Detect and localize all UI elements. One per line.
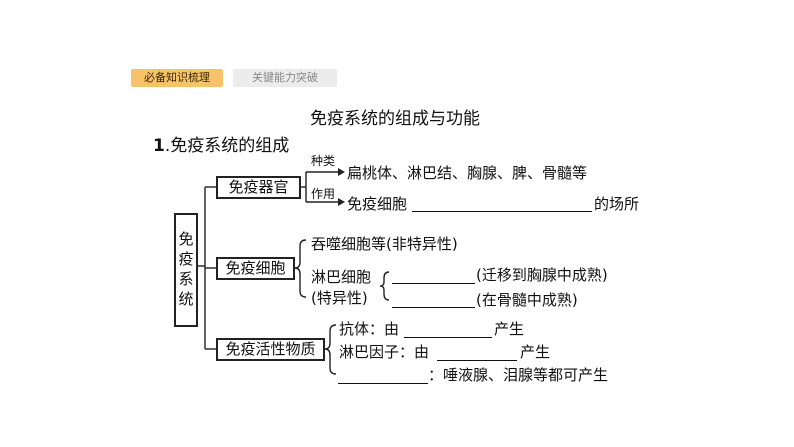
section-heading: 1.免疫系统的组成 [153, 131, 289, 156]
immune-substance-box: 免疫活性物质 [216, 338, 325, 361]
phagocyte-text: 吞噬细胞等(非特异性) [311, 235, 458, 253]
section-number: 1 [153, 136, 165, 156]
organ-role-suffix: 的场所 [594, 195, 640, 213]
role-label: 作用 [311, 187, 336, 201]
lymphokine-blank [437, 360, 517, 361]
lymphocyte-text: 淋巴细胞 [311, 268, 372, 286]
immune-cell-box: 免疫细胞 [216, 257, 295, 280]
immune-organ-box: 免疫器官 [216, 176, 301, 199]
section-heading-text: .免疫系统的组成 [164, 136, 290, 156]
organ-role-blank [412, 211, 592, 212]
antibody-blank [404, 337, 492, 338]
kind-label: 种类 [311, 154, 336, 168]
lymphokine-suffix: 产生 [520, 343, 551, 361]
lysozyme-blank [338, 383, 428, 384]
antibody-suffix: 产生 [494, 320, 525, 338]
page-title: 免疫系统的组成与功能 [310, 109, 480, 129]
antibody-prefix: 抗体：由 [339, 320, 400, 338]
lysozyme-text: ：唾液腺、泪腺等都可产生 [428, 366, 609, 384]
t-cell-blank [392, 283, 475, 284]
lymphokine-prefix: 淋巴因子：由 [339, 343, 430, 361]
t-cell-note: (迁移到胸腺中成熟) [476, 266, 608, 284]
organ-kinds: 扁桃体、淋巴结、胸腺、脾、骨髓等 [347, 164, 588, 182]
organ-role-prefix: 免疫细胞 [347, 195, 408, 213]
lymphocyte-specific: (特异性) [311, 289, 368, 307]
tab-key-ability[interactable]: 关键能力突破 [233, 69, 337, 87]
tab-essential-knowledge[interactable]: 必备知识梳理 [131, 69, 223, 87]
immune-system-box: 免 疫 系 统 [174, 213, 198, 327]
b-cell-blank [392, 307, 475, 308]
b-cell-note: (在骨髓中成熟) [476, 291, 578, 309]
